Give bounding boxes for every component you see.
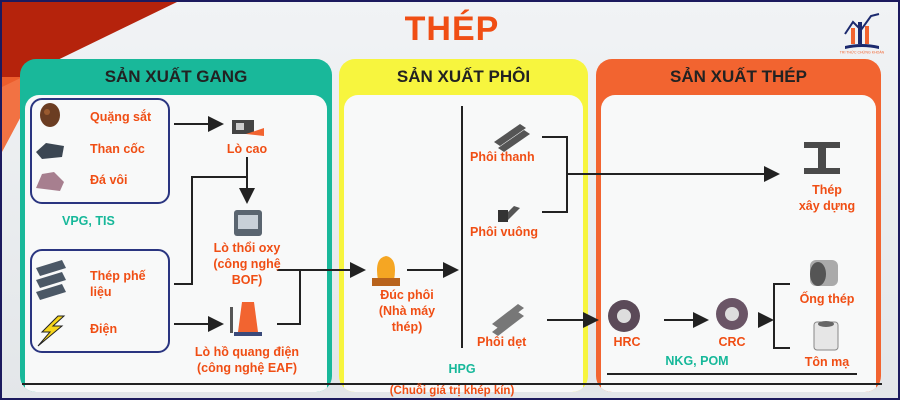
bof-line: Lò thổi oxy	[213, 241, 281, 255]
label-phoi-thanh: Phôi thanh	[470, 150, 535, 164]
galvanized-sheet-icon	[813, 321, 839, 351]
page-title: THÉP	[404, 10, 500, 48]
casting-icon	[372, 256, 400, 286]
duc-phoi-line: thép)	[391, 320, 423, 334]
bar-billet-icon	[494, 124, 530, 152]
eaf-line: Lò hồ quang điện	[194, 345, 300, 359]
crc-coil-icon	[716, 298, 748, 330]
label-lo-cao: Lò cao	[226, 142, 268, 156]
square-billet-icon	[498, 206, 520, 222]
label-ton-ma: Tôn mạ	[804, 355, 850, 369]
panel-san-xuat-phoi: SẢN XUẤT PHÔI	[339, 59, 588, 392]
label-crc: CRC	[718, 335, 746, 349]
label-hrc: HRC	[613, 335, 641, 349]
chart-book-logo-icon: TRI THỨC CHỨNG KHOÁN	[840, 13, 885, 55]
lightning-icon	[37, 315, 66, 347]
bof-converter-icon	[234, 210, 262, 236]
label-thep-xay-dung: Thép xây dựng	[792, 182, 862, 214]
label-quang-sat: Quặng sắt	[90, 110, 152, 124]
iron-ore-icon	[40, 103, 60, 127]
steel-pipe-icon	[810, 260, 838, 286]
thep-xd-line: xây dựng	[798, 199, 856, 213]
label-duc-phoi: Đúc phôi (Nhà máy thép)	[372, 287, 442, 335]
label-phoi-vuong: Phôi vuông	[470, 225, 539, 239]
label-eaf: Lò hồ quang điện (công nghệ EAF)	[187, 344, 307, 376]
eaf-furnace-icon	[230, 302, 262, 336]
slab-icon	[492, 304, 524, 336]
companies-nkg-pom: NKG, POM	[665, 354, 729, 368]
coke-icon	[36, 143, 64, 159]
thep-xd-line: Thép	[812, 183, 842, 197]
svg-text:TRI THỨC CHỨNG KHOÁN: TRI THỨC CHỨNG KHOÁN	[840, 51, 885, 55]
panel-san-xuat-gang: SẢN XUẤT GANG	[20, 59, 332, 392]
label-da-voi: Đá vôi	[90, 173, 128, 187]
limestone-icon	[36, 172, 64, 191]
label-phoi-det: Phôi dẹt	[477, 335, 527, 349]
duc-phoi-line: Đúc phôi	[380, 288, 434, 302]
duc-phoi-line: (Nhà máy	[378, 304, 436, 318]
bof-line: (công nghệ	[213, 257, 281, 271]
raw-materials-group	[30, 98, 170, 204]
scrap-steel-icon	[36, 260, 66, 300]
label-than-coc: Than cốc	[90, 142, 145, 156]
blast-furnace-icon	[232, 120, 264, 136]
scrap-electric-group	[30, 249, 170, 353]
label-thep-phe-lieu: Thép phế liệu	[90, 269, 146, 299]
company-hpg: HPG	[448, 362, 476, 376]
panel-header: SẢN XUẤT PHÔI	[396, 67, 531, 86]
label-ong-thep: Ống thép	[799, 292, 855, 306]
i-beam-icon	[804, 142, 840, 174]
hrc-coil-icon	[608, 300, 640, 332]
panel-header: SẢN XUẤT GANG	[104, 67, 248, 86]
label-dien: Điện	[90, 322, 118, 336]
eaf-line: (công nghệ EAF)	[197, 361, 297, 375]
footer-note: (Chuỗi giá trị khép kín)	[389, 385, 515, 397]
companies-vpg-tis: VPG, TIS	[62, 214, 115, 228]
panel-header: SẢN XUẤT THÉP	[670, 67, 807, 86]
bof-line: BOF)	[231, 273, 263, 287]
